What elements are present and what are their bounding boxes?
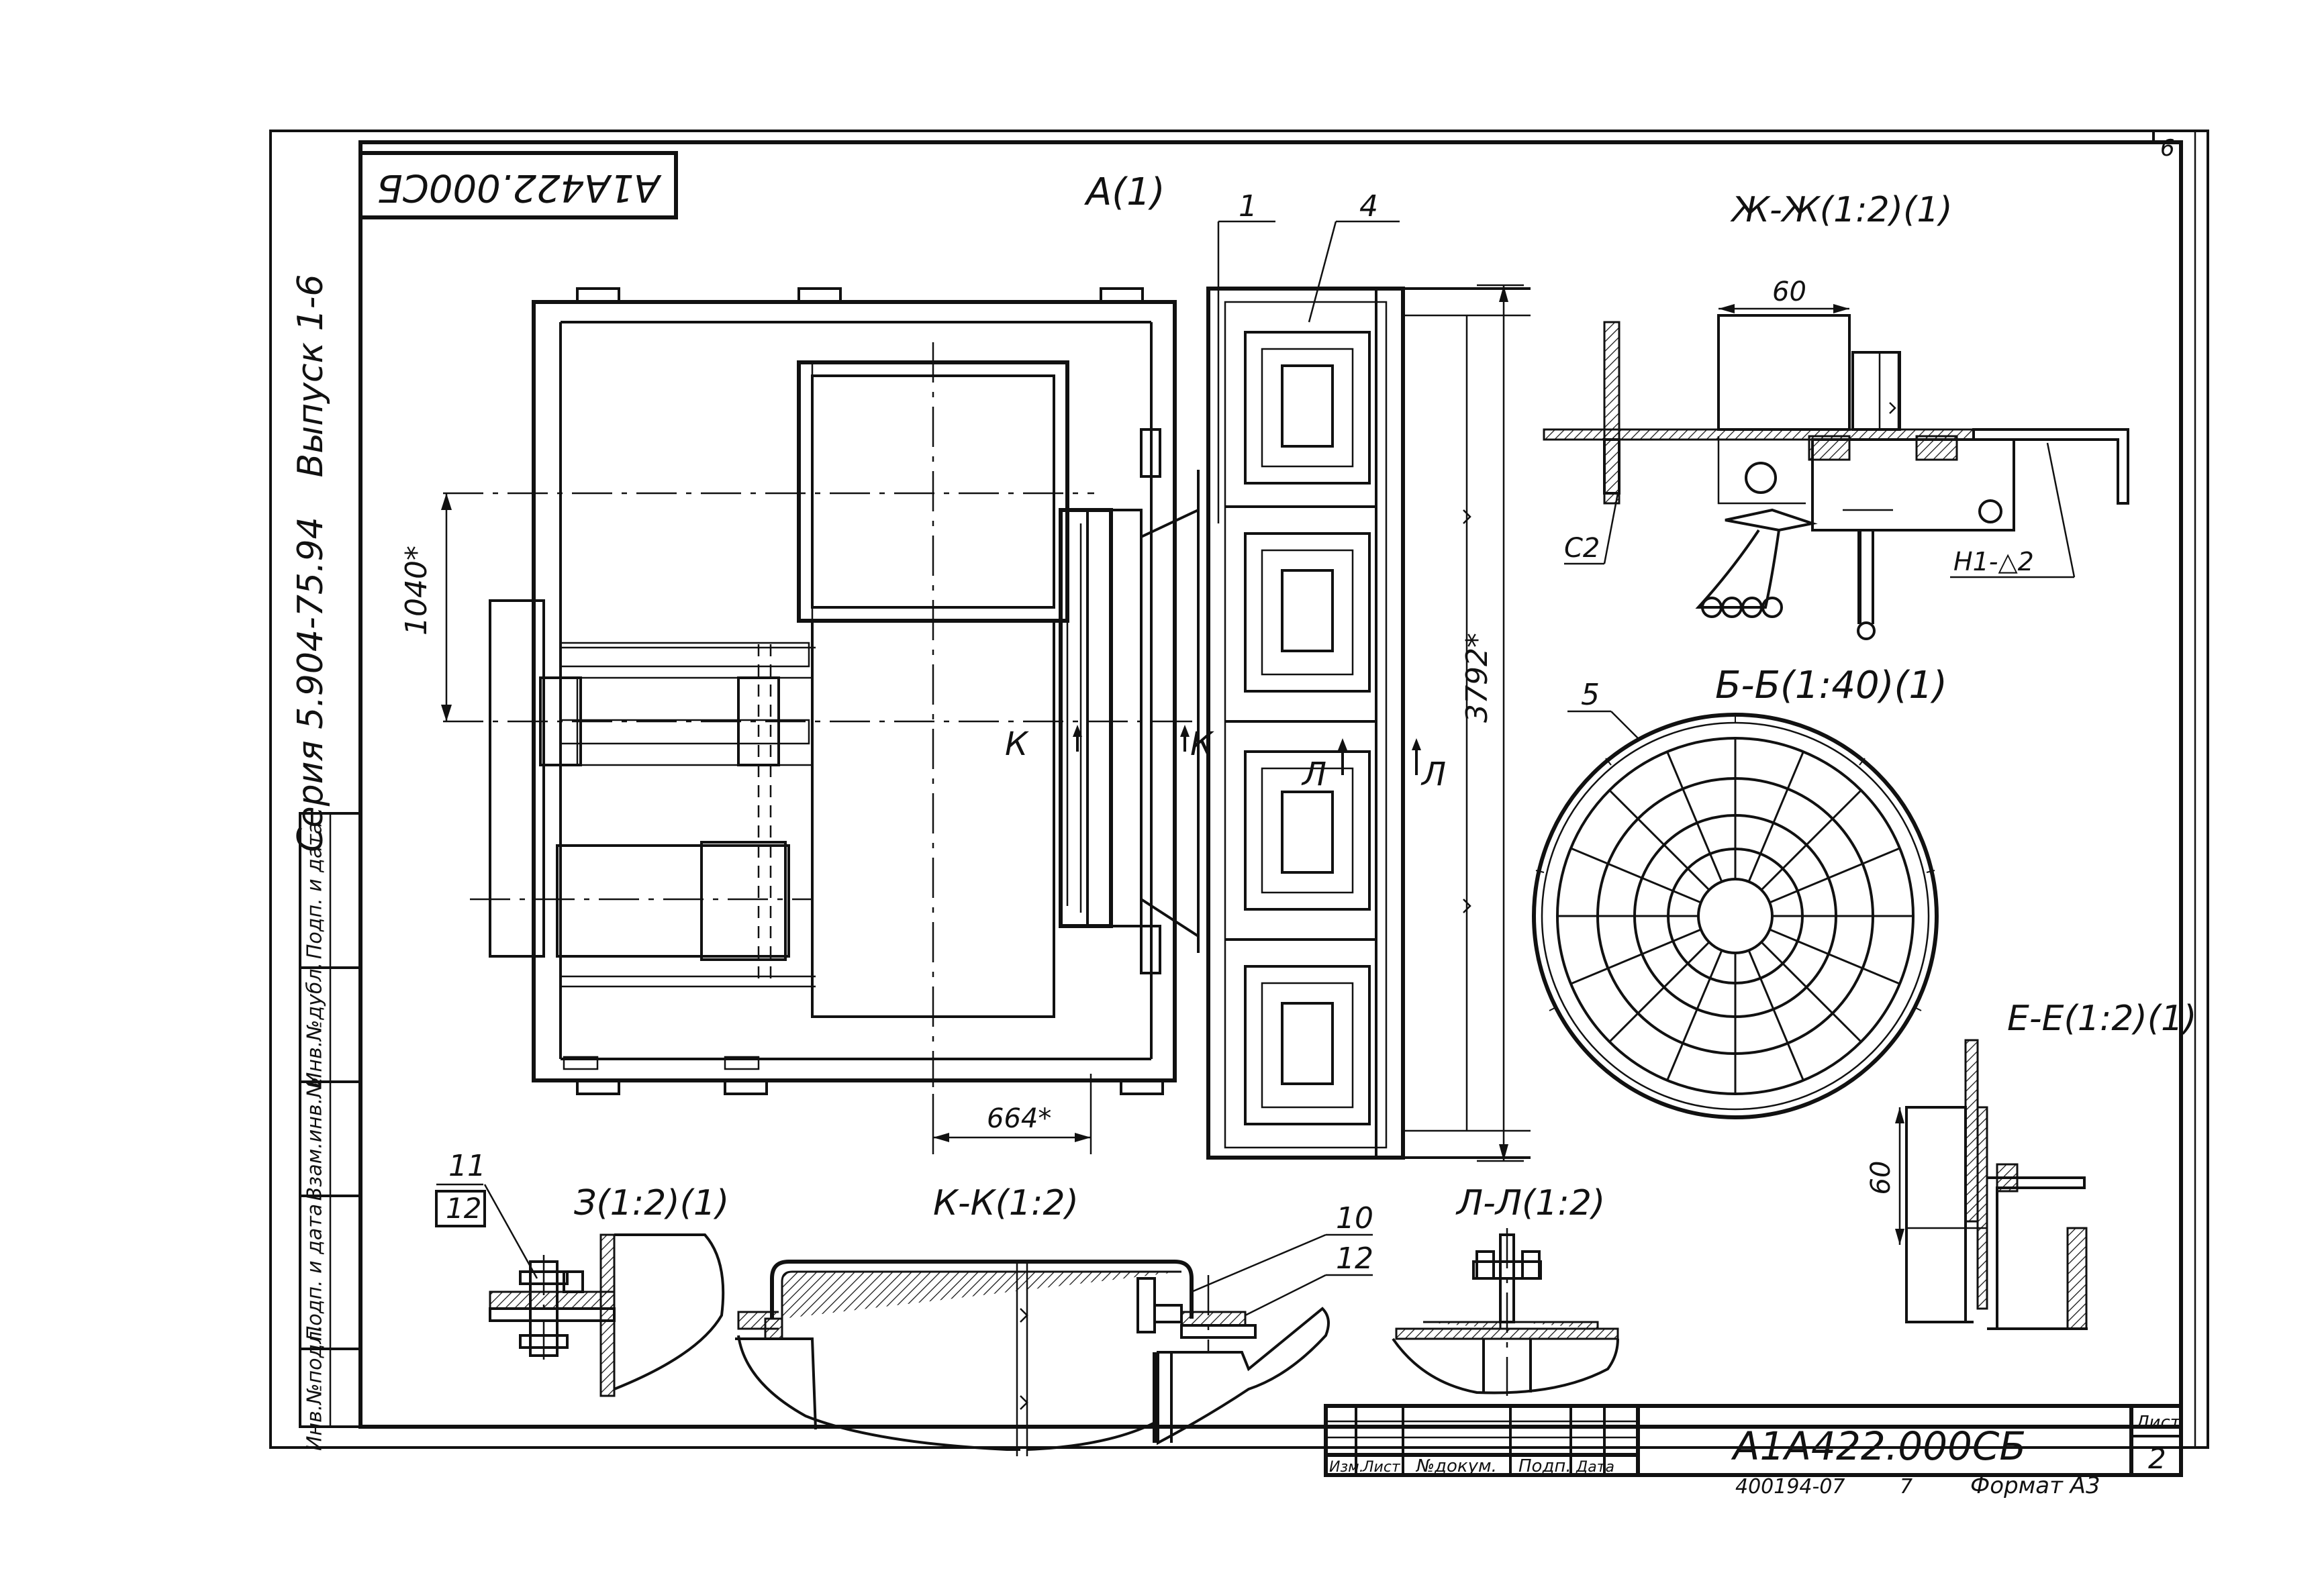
dim-664: 664*	[932, 1074, 1092, 1154]
callout-1-text: 1	[1239, 189, 1257, 223]
stamp-podp-data-1: Подп. и дата	[303, 1204, 327, 1341]
section-kk-title: К-К(1:2)	[933, 1183, 1079, 1223]
dim-664-text: 664*	[987, 1103, 1051, 1134]
rotated-designation: A1A422.000СБ	[377, 166, 661, 209]
callout-4-text: 4	[1359, 189, 1378, 223]
section-zh-drawing	[1543, 314, 2129, 640]
tb-izm: Изм.	[1329, 1459, 1364, 1476]
view-a-title: А(1)	[1084, 170, 1165, 214]
footer: 400194-07 7 Формат A3	[1735, 1472, 2100, 1499]
callout-12a-text: 12	[446, 1192, 481, 1225]
section-l-left: Л	[1301, 756, 1326, 793]
title-block: Изм. Лист №докум. Подп. Дата A1A422.000С…	[1324, 1404, 2183, 1477]
section-mark-l: Л Л	[1301, 738, 1446, 793]
dim-3792-text: 3792*	[1460, 633, 1494, 723]
callout-10-text: 10	[1336, 1201, 1373, 1235]
tb-sheet-value: 2	[2148, 1442, 2166, 1475]
section-b-title: Б-Б(1:40)(1)	[1715, 664, 1947, 707]
series-label: Серия 5.904-75.94	[291, 517, 331, 852]
callout-5-text: 5	[1581, 678, 1600, 712]
section-ll-title: Л-Л(1:2)	[1455, 1183, 1605, 1223]
weld-h1: Н1-△2	[1950, 442, 2076, 578]
section-kk-drawing	[735, 1260, 1330, 1456]
callout-1: 1	[1217, 189, 1275, 523]
sheet-frame: 6	[269, 130, 2209, 1449]
section-l-right: Л	[1420, 756, 1446, 793]
section-z-drawing	[489, 1233, 725, 1397]
tb-list: Лист	[1362, 1459, 1401, 1476]
issue-label: Выпуск 1-6	[291, 274, 331, 478]
circular-grille	[1532, 713, 1939, 1119]
tb-designation: A1A422.000СБ	[1731, 1423, 2026, 1469]
rotated-designation-box: A1A422.000СБ	[358, 151, 678, 219]
footer-format: Формат A3	[1970, 1472, 2100, 1499]
footer-copy-no: 400194-07	[1735, 1475, 1845, 1499]
weld-c2: С2	[1564, 493, 1619, 565]
section-ll-drawing	[1392, 1228, 1619, 1396]
dim-3792: 3792*	[1460, 284, 1524, 1162]
weld-c2-text: С2	[1564, 533, 1600, 564]
callout-12b-text: 12	[1336, 1241, 1373, 1276]
left-stamp: Инв.№подл. Подп. и дата Взам.инв.№ Инв.№…	[299, 812, 362, 1451]
section-mark-k: К К	[1005, 725, 1214, 763]
callout-11-text: 11	[448, 1149, 486, 1183]
stamp-podp-data-2: Подп. и дата	[303, 822, 327, 959]
section-k-left: К	[1005, 725, 1029, 763]
dim-60-top-text: 60	[1772, 276, 1806, 307]
section-z-title: З(1:2)(1)	[574, 1183, 729, 1223]
section-k-right: К	[1190, 725, 1214, 763]
footer-copy-sheet: 7	[1900, 1475, 1913, 1499]
dim-60-top: 60	[1718, 276, 1849, 313]
callout-4: 4	[1308, 189, 1400, 323]
callout-10-12: 10 12	[1191, 1201, 1373, 1317]
tb-podp: Подп.	[1518, 1456, 1571, 1476]
inlet-filter-panels	[1206, 287, 1531, 1160]
stamp-inv-podl: Инв.№подл.	[303, 1325, 327, 1451]
tb-data: Дата	[1576, 1459, 1614, 1476]
fan-frame-top-view	[443, 287, 1200, 1095]
sheet-number: 6	[2160, 135, 2175, 162]
dim-1040: 1040*	[399, 493, 452, 721]
section-e-title: Е-Е(1:2)(1)	[2007, 999, 2196, 1039]
dim-1040-text: 1040*	[399, 546, 434, 636]
weld-h1-text: Н1-△2	[1953, 547, 2034, 576]
dim-60-side-text: 60	[1866, 1161, 1896, 1195]
tb-sheet-label: Лист	[2135, 1413, 2181, 1433]
dim-60-side: 60	[1866, 1107, 1904, 1245]
tb-ndokum: №докум.	[1415, 1456, 1497, 1476]
callout-11-12: 11 12	[435, 1149, 538, 1279]
callout-5: 5	[1567, 678, 1639, 739]
section-zh-title: Ж-Ж(1:2)(1)	[1730, 190, 1953, 230]
stamp-inv-dubl: Инв.№дубл.	[303, 962, 327, 1087]
stamp-vzam-inv: Взам.инв.№	[303, 1077, 327, 1201]
section-e-drawing	[1905, 1039, 2088, 1330]
